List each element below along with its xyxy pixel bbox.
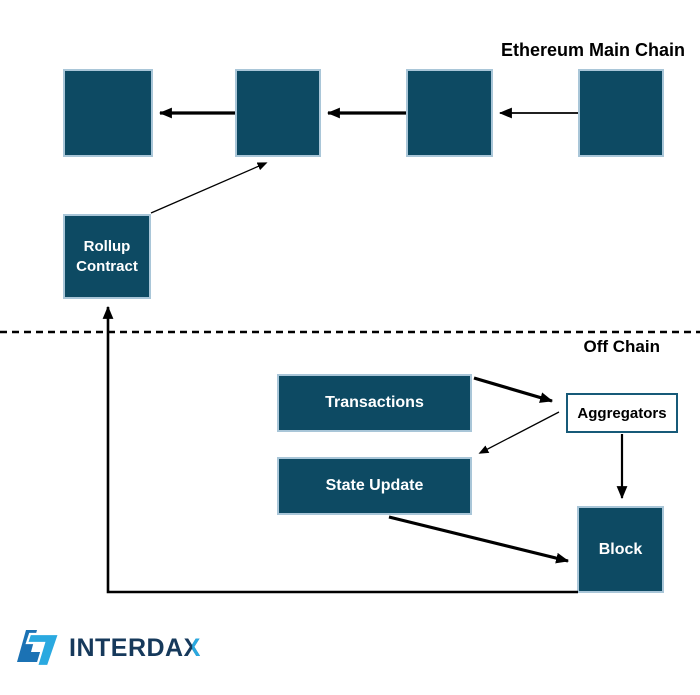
rollup-contract-node: Rollup Contract <box>63 214 151 299</box>
aggregators-node: Aggregators <box>566 393 678 433</box>
rollup-to-chain-block-2 <box>150 162 268 214</box>
transactions-node: Transactions <box>277 374 472 432</box>
off-chain-label: Off Chain <box>583 337 661 356</box>
chain-block-4 <box>578 69 664 157</box>
chain-block-3 <box>406 69 493 157</box>
main-chain-label: Ethereum Main Chain <box>500 40 685 60</box>
aggregators-to-state-update <box>478 411 560 454</box>
block-to-rollup-contract <box>102 305 578 594</box>
transactions-to-aggregators <box>473 376 554 403</box>
chain-block-2 <box>235 69 321 157</box>
chain-block-1 <box>63 69 153 157</box>
interdax-logo-icon <box>17 630 60 668</box>
logo-text-main: INTERDA <box>69 633 184 662</box>
block-node: Block <box>577 506 664 593</box>
state-update-to-block <box>388 515 570 564</box>
state-update-node: State Update <box>277 457 472 515</box>
